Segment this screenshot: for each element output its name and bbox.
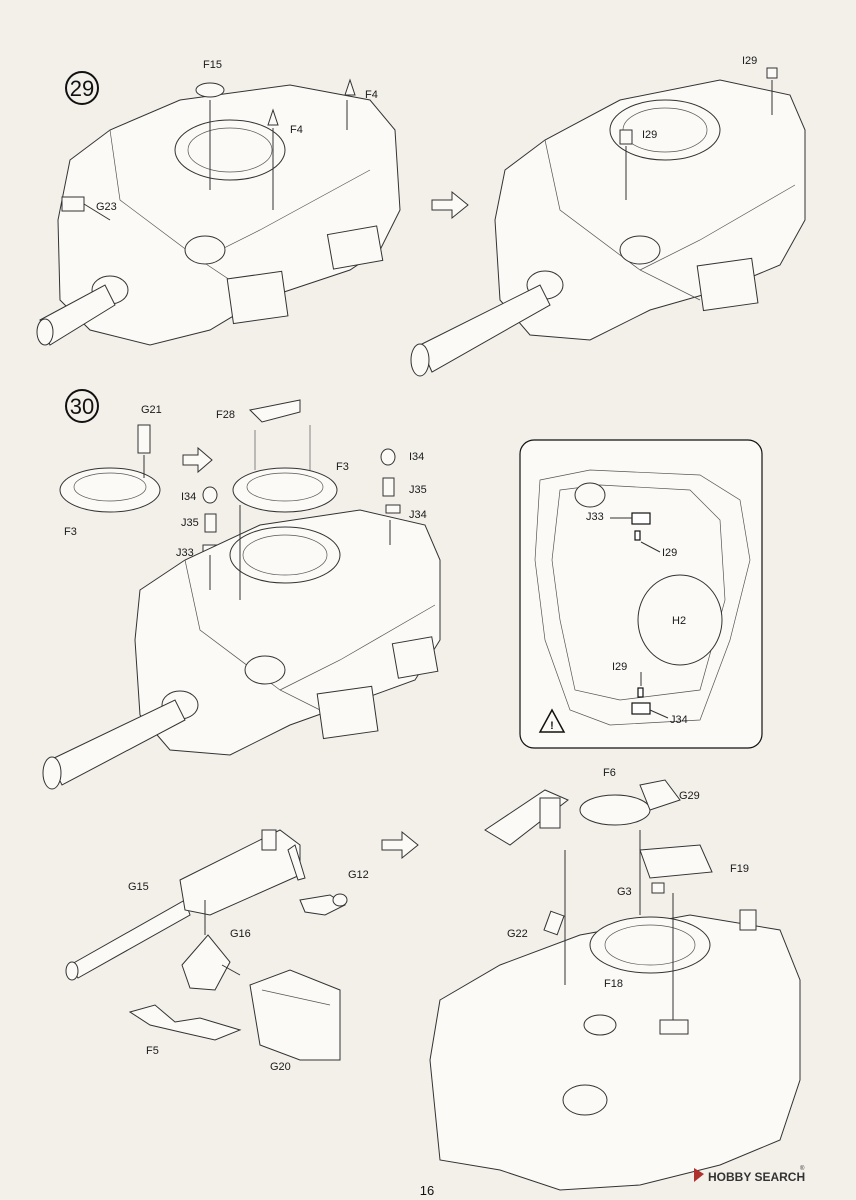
ring-F28-subassembly [232, 399, 338, 513]
inset-label-J34: J34 [670, 714, 688, 726]
step-30: 30 G21 F3 F28 F3 I34 J35 [42, 389, 763, 790]
step-30-number: 30 [70, 394, 94, 419]
part-label-G16: G16 [230, 928, 251, 940]
part-label-G23: G23 [96, 201, 117, 213]
step-29: 29 F15 F4 F4 G23 [36, 55, 806, 377]
part-label-J34: J34 [409, 509, 427, 521]
small-parts-group [202, 448, 401, 554]
watermark-text: HOBBY SEARCH [708, 1170, 805, 1184]
part-label-I29-a: I29 [742, 55, 757, 67]
part-label-F5: F5 [146, 1045, 159, 1057]
part-label-I29-b: I29 [642, 129, 657, 141]
inset-label-J33: J33 [586, 511, 604, 523]
warning-icon [538, 708, 566, 733]
part-label-G3: G3 [617, 886, 632, 898]
step-31-arrow [381, 830, 419, 860]
inset-label-I29-b: I29 [612, 661, 627, 673]
watermark-registered: ® [800, 1165, 805, 1172]
part-label-F4-b: F4 [290, 124, 303, 136]
part-label-G12: G12 [348, 869, 369, 881]
turret-after [410, 67, 806, 377]
part-label-G21: G21 [141, 404, 162, 416]
part-label-I34-a: I34 [409, 451, 424, 463]
detail-inset-frame [519, 439, 763, 749]
inset-label-I29-a: I29 [662, 547, 677, 559]
step-29-badge [65, 71, 99, 105]
part-label-G15: G15 [128, 881, 149, 893]
ring-F3-subassembly [59, 424, 161, 513]
step-30-arrow-small [182, 446, 213, 474]
turret-before [36, 78, 401, 346]
part-label-F3-b: F3 [336, 461, 349, 473]
part-label-J35-b: J35 [181, 517, 199, 529]
part-label-F4-a: F4 [365, 89, 378, 101]
part-label-G20: G20 [270, 1061, 291, 1073]
part-label-J33: J33 [176, 547, 194, 559]
step-29-arrow [431, 190, 469, 220]
part-label-F15: F15 [203, 59, 222, 71]
step-29-number: 29 [70, 76, 94, 101]
step-30-badge [65, 389, 99, 423]
part-label-F28: F28 [216, 409, 235, 421]
part-label-G29: G29 [679, 790, 700, 802]
part-label-F18: F18 [604, 978, 623, 990]
part-label-F6: F6 [603, 767, 616, 779]
page-number: 16 [420, 1183, 434, 1198]
part-label-I34-b: I34 [181, 491, 196, 503]
warning-icon-glyph: ! [550, 720, 554, 732]
watermark: HOBBY SEARCH ® [694, 1165, 805, 1184]
turret-step-31 [429, 779, 801, 1191]
part-label-F3-a: F3 [64, 526, 77, 538]
turret-step-30 [42, 505, 441, 790]
machine-gun-subassembly [65, 829, 348, 1061]
step-31: G15 G12 G16 F5 G20 F6 G29 F19 G3 G22 [65, 767, 801, 1191]
part-label-J35-a: J35 [409, 484, 427, 496]
inset-label-H2: H2 [672, 615, 686, 627]
part-label-F19: F19 [730, 863, 749, 875]
part-label-G22: G22 [507, 928, 528, 940]
watermark-logo-icon [694, 1168, 704, 1182]
detail-inset: ! [519, 439, 763, 749]
